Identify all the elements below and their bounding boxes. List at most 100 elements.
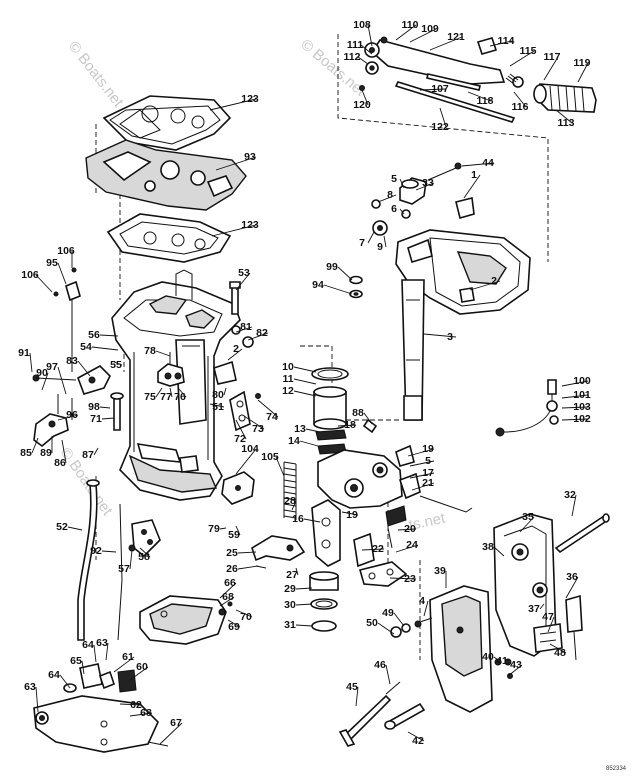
callout-label-c73: 73 [252,423,264,435]
callout-label-c65: 65 [70,655,82,667]
leader-line-c92 [101,550,117,553]
leader-line-c75 [155,387,163,398]
callout-label-c29: 29 [284,583,296,595]
callout-label-c111: 111 [347,39,364,51]
callout-label-c83: 83 [66,355,78,367]
callout-label-c102: 102 [573,413,591,425]
callout-label-c24: 24 [406,539,418,551]
leader-line-c102 [561,418,589,421]
callout-label-c66: 66 [224,577,236,589]
leader-line-c64 [93,644,97,663]
tiller-arm [364,36,506,85]
callout-label-c32: 32 [564,489,576,501]
leader-line-c62 [119,703,143,706]
callout-label-c107: 107 [431,83,449,95]
callout-label-c63a: 63 [96,637,108,649]
leader-line-c117 [543,56,559,81]
gasket-123-bottom [106,213,232,263]
leader-line-c111 [360,44,373,55]
callout-label-c27: 27 [286,569,298,581]
leader-line-c3 [423,333,457,338]
callout-label-c61: 61 [122,651,134,663]
leader-line-c56 [99,334,119,337]
callout-label-c25: 25 [226,547,238,559]
callout-label-c8: 8 [387,189,393,201]
callout-label-c6: 6 [391,203,397,215]
leader-line-c98 [99,406,111,409]
callout-label-c58: 58 [138,551,150,563]
callout-label-c72: 72 [234,433,246,445]
callout-label-c19b: 19 [346,509,358,521]
bushings-29-31 [309,571,339,632]
leader-line-c17 [409,472,435,479]
washers-49-50 [390,617,433,638]
water-tube-52 [77,479,100,641]
leader-line-c109 [409,28,437,43]
bushings-10-14 [311,367,378,455]
leader-line-c19a [407,448,435,457]
callout-label-c96: 96 [66,409,78,421]
swivel-tube-3 [401,279,425,421]
callout-label-c69: 69 [228,621,240,633]
plate-57-58 [128,519,161,558]
leader-line-c16 [303,518,321,523]
callout-label-c12: 12 [282,385,294,397]
leader-line-c11 [293,378,317,385]
leader-line-c110 [395,24,417,41]
leader-line-c91 [29,352,33,373]
callout-label-c64b: 64 [48,669,60,681]
watermark-group: © Boats.net © Boats.net © Boats.net ts.n… [57,36,448,534]
leader-line-c108 [367,24,373,47]
leader-line-c57 [129,549,133,570]
callout-label-c121: 121 [447,31,465,43]
callout-label-c31: 31 [284,619,296,631]
leader-line-c99 [337,266,353,281]
callout-label-c79: 79 [208,523,220,535]
callout-label-c2: 2 [491,275,497,287]
leader-line-c114 [489,40,513,47]
leader-line-c20 [397,528,417,531]
leader-line-c105 [275,456,285,477]
leader-line-c81 [235,326,253,333]
callout-label-c57: 57 [118,563,130,575]
leader-line-c49 [393,612,405,627]
leader-line-c67 [159,722,183,745]
leader-line-c95 [57,262,67,285]
callout-label-c48: 48 [554,647,566,659]
leader-line-c86 [61,439,67,464]
leader-line-c80 [223,387,227,396]
leader-line-c85 [31,437,39,454]
callout-label-c40: 40 [482,651,494,663]
callout-label-c75: 75 [144,391,156,403]
leader-line-c50 [377,622,395,635]
guide-tiller [337,34,549,262]
callout-label-c90: 90 [36,367,48,379]
callout-label-c104: 104 [241,443,259,455]
leader-line-c112 [357,56,369,65]
callout-label-c46: 46 [374,659,386,671]
leader-line-c71 [101,417,115,420]
callout-label-c68b: 68 [140,707,152,719]
leader-line-c88 [363,412,373,425]
watermark-text-1: © Boats.net [65,38,127,111]
callout-label-c71: 71 [90,413,102,425]
callout-label-c101: 101 [573,389,591,401]
leader-line-c29 [295,587,313,590]
leader-line-c42 [407,731,425,742]
mounts-60-65 [63,663,137,693]
callout-label-c26: 26 [226,563,238,575]
callout-label-c103: 103 [573,401,591,413]
leader-line-c60 [129,666,149,681]
bracket-95 [53,267,81,372]
callout-label-c53: 53 [238,267,250,279]
leader-line-c55 [113,361,123,366]
leader-line-c94 [323,284,353,295]
callout-label-c120: 120 [353,99,371,111]
callout-label-c86: 86 [54,457,66,469]
callout-label-c81: 81 [240,321,252,333]
leader-line-c78 [155,350,171,357]
throttle-shaft-122 [394,81,516,123]
exhaust-housing [111,269,241,501]
callout-label-c64: 64 [82,639,94,651]
leader-line-c77 [169,387,173,398]
